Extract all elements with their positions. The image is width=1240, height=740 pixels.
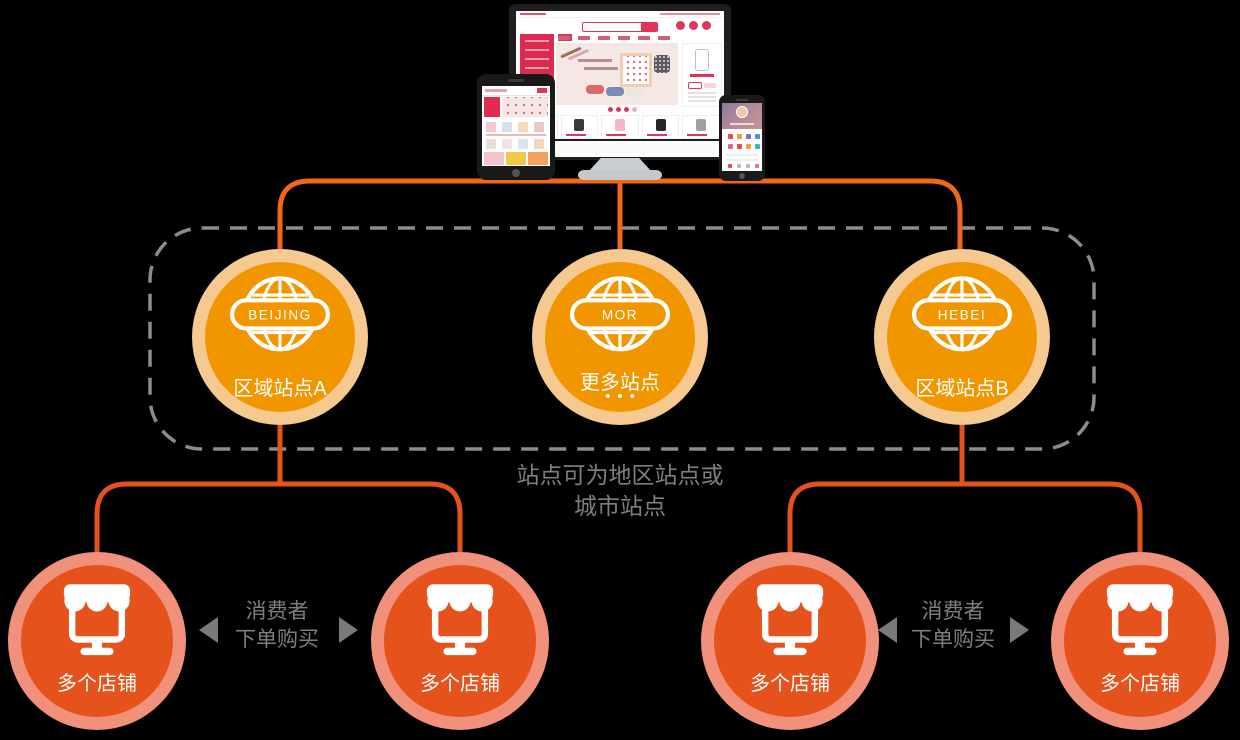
globe-icon: HEBEI [912, 276, 1012, 352]
tablet-device [477, 74, 555, 180]
shop-circle-1-inner: 多个店铺 [21, 565, 173, 717]
phone-bottom-icons [728, 164, 732, 168]
product-tile [641, 115, 680, 139]
tablet-divider [486, 134, 546, 136]
site-circle-region-b: HEBEI 区域站点B [874, 249, 1050, 425]
website-hero-banner [556, 43, 678, 105]
site-badge: BEIJING [248, 308, 312, 323]
shop-label: 多个店铺 [57, 673, 137, 695]
connector-site-b-to-shops [787, 481, 1143, 554]
phone-list-lines [726, 154, 758, 156]
site-badge: HEBEI [938, 308, 986, 323]
more-sites-ellipsis: ••• [605, 388, 642, 405]
consumer-flow-line2: 下单购买 [911, 628, 995, 651]
consumer-flow-line2: 下单购买 [235, 628, 319, 651]
product-tile [682, 115, 720, 139]
shop-label: 多个店铺 [750, 673, 830, 695]
shop-label: 多个店铺 [1100, 673, 1180, 695]
shop-circle-4-inner: 多个店铺 [1064, 565, 1216, 717]
consumer-flow-line1: 消费者 [921, 600, 985, 623]
website-topbar [516, 11, 724, 18]
tablet-photo-tiles [484, 152, 504, 165]
tablet-banner [502, 97, 548, 117]
monitor-stand-base [578, 170, 662, 180]
website-nav-bar [558, 36, 678, 40]
tablet-product-row [486, 122, 496, 132]
banner-pattern-decoration [654, 55, 670, 73]
storefront-icon [756, 584, 824, 656]
connector-site-a-to-shops [94, 481, 463, 554]
product-tile [601, 115, 639, 139]
phone-icon-row [728, 144, 733, 149]
arrow-right-icon [339, 617, 358, 643]
shop-label: 多个店铺 [420, 673, 500, 695]
phone-earpiece [736, 99, 748, 101]
globe-icon: BEIJING [230, 276, 330, 352]
banner-products-decoration [586, 85, 604, 94]
shop-circle-4: 多个店铺 [1051, 552, 1229, 730]
tablet-speaker-slot [508, 79, 524, 82]
sites-group-note: 站点可为地区站点或 城市站点 [470, 460, 770, 522]
product-price-line [690, 74, 714, 77]
consumer-flow-note-2: 消费者 下单购买 [868, 598, 1038, 654]
site-circle-region-a: BEIJING 区域站点A [192, 249, 368, 425]
phone-icon-row [728, 134, 733, 139]
phone-profile-header [722, 103, 762, 129]
connector-devices-to-region-sites [277, 178, 963, 252]
banner-flower-decoration [560, 46, 582, 59]
storefront-icon [1106, 584, 1174, 656]
tablet-promo-tile [484, 97, 500, 117]
phone-screen-app [722, 103, 762, 171]
carousel-dots [608, 107, 613, 112]
shop-circle-2-inner: 多个店铺 [384, 565, 536, 717]
arrow-right-icon [1010, 617, 1029, 643]
monitor-stand-neck [588, 158, 652, 172]
website-product-card [682, 43, 722, 107]
site-label: 区域站点B [915, 378, 1009, 400]
site-circle-more: MOR 更多站点 ••• [532, 249, 708, 425]
tablet-home-button [512, 169, 520, 177]
arrow-left-icon [878, 617, 897, 643]
shop-circle-2: 多个店铺 [371, 552, 549, 730]
banner-frame-decoration [620, 53, 652, 87]
phone-home-button [739, 173, 745, 179]
tablet-screen-website [482, 86, 550, 166]
tablet-product-row [486, 139, 496, 149]
storefront-icon [63, 584, 131, 656]
website-user-icons [676, 21, 685, 30]
phone-device [719, 95, 765, 181]
monitor-chin [512, 141, 728, 157]
site-label: 更多站点 [580, 372, 660, 394]
product-text-lines [688, 92, 716, 94]
site-circle-more-inner: MOR 更多站点 ••• [545, 262, 695, 412]
site-label: 区域站点A [233, 378, 327, 400]
site-circle-region-a-inner: BEIJING 区域站点A [205, 262, 355, 412]
consumer-flow-note-1: 消费者 下单购买 [192, 598, 362, 654]
product-bottle-sketch [695, 49, 709, 71]
storefront-icon [426, 584, 494, 656]
banner-headline-decoration [578, 59, 612, 62]
tablet-site-header [482, 86, 550, 96]
sites-group-note-line1: 站点可为地区站点或 [516, 462, 724, 488]
website-search-bar [582, 22, 658, 32]
shop-circle-1: 多个店铺 [8, 552, 186, 730]
arrow-left-icon [199, 617, 218, 643]
globe-icon: MOR [570, 276, 670, 352]
consumer-flow-line1: 消费者 [245, 600, 309, 623]
site-badge: MOR [602, 308, 638, 323]
product-buttons [688, 82, 702, 89]
product-tile [560, 115, 599, 139]
avatar [736, 106, 748, 118]
site-circle-region-b-inner: HEBEI 区域站点B [887, 262, 1037, 412]
shop-circle-3: 多个店铺 [701, 552, 879, 730]
shop-circle-3-inner: 多个店铺 [714, 565, 866, 717]
sites-group-note-line2: 城市站点 [574, 493, 666, 519]
